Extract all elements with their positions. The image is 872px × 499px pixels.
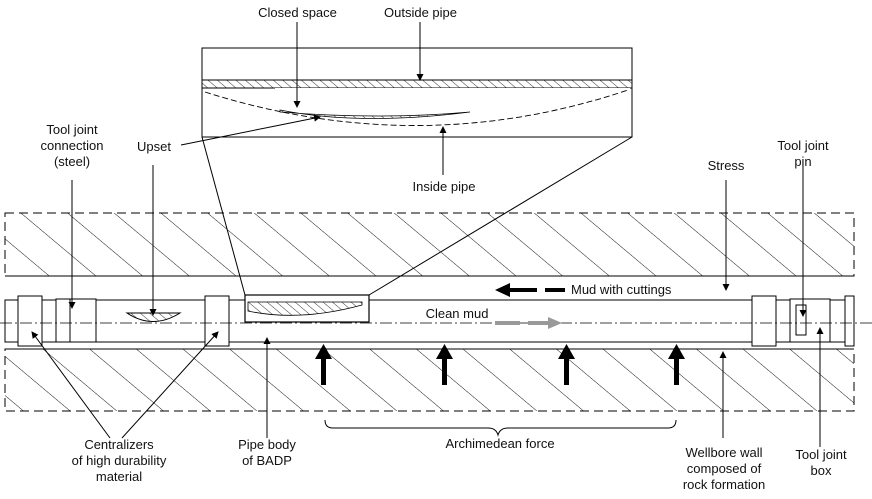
label-upset: Upset — [137, 139, 171, 154]
label-mud-with-cuttings: Mud with cuttings — [571, 282, 672, 297]
label-tool-joint-connection: Tool joint connection (steel) — [40, 122, 104, 169]
leader-centralizer-middle — [121, 331, 219, 439]
label-tool-joint-box: Tool joint box — [795, 447, 847, 478]
label-archimedean-force: Archimedean force — [445, 436, 555, 451]
archimedean-brace — [324, 419, 677, 437]
clean-mud-arrow — [495, 317, 562, 329]
archimedean-force-arrows — [315, 344, 685, 385]
tool-joint-connection — [55, 298, 97, 343]
label-stress: Stress — [707, 158, 745, 173]
leader-centralizer-left — [31, 331, 111, 439]
label-closed-space: Closed space — [258, 5, 337, 20]
label-inside-pipe: Inside pipe — [412, 179, 476, 194]
leader-upset-detail — [180, 114, 321, 146]
label-centralizers: Centralizers of high durability material — [71, 437, 167, 484]
label-wellbore-wall: Wellbore wall composed of rock formation — [682, 445, 766, 492]
magnified-detail — [201, 47, 633, 296]
label-pipe-body: Pipe body of BADP — [238, 437, 296, 468]
centralizer-right — [751, 295, 777, 347]
label-tool-joint-pin: Tool joint pin — [777, 138, 829, 169]
centralizer-left — [17, 295, 43, 347]
mud-with-cuttings-arrow — [495, 283, 565, 297]
label-outside-pipe: Outside pipe — [384, 5, 457, 20]
label-clean-mud: Clean mud — [425, 306, 489, 321]
tool-joint-pin — [795, 304, 807, 336]
wellbore-wall — [4, 212, 855, 412]
centralizer-middle — [204, 295, 230, 347]
upset-shape — [125, 312, 182, 322]
